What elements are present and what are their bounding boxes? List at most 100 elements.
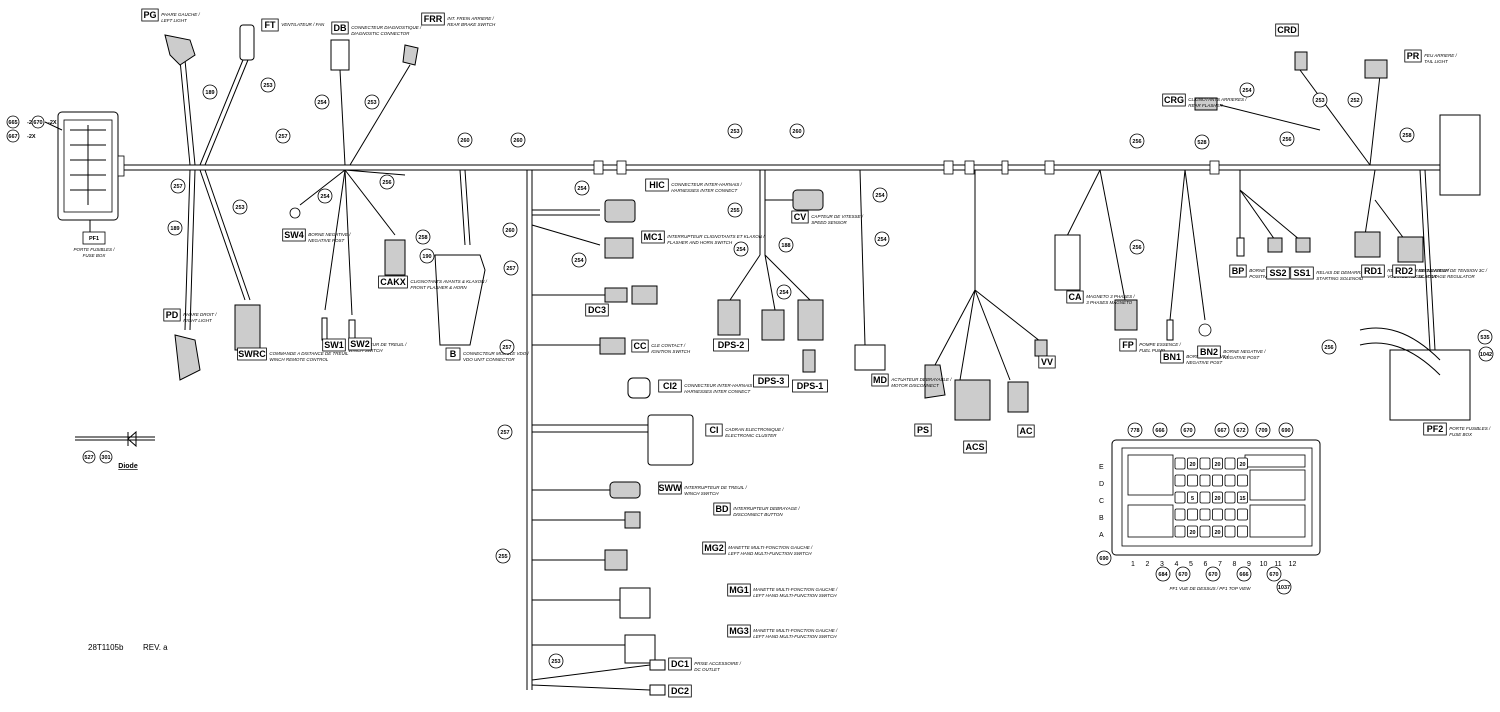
connector-code: SW1 xyxy=(324,340,344,350)
connector-desc-fr: INTERRUPTEUR DE TREUIL / xyxy=(684,485,747,490)
callout: 256 xyxy=(1279,131,1295,147)
fuse-ref: 666 xyxy=(1239,572,1248,578)
callout-number: 260 xyxy=(505,228,514,234)
fuse-slot xyxy=(1199,491,1211,504)
connector-desc-en: DIAGNOSTIC CONNECTOR xyxy=(351,31,410,36)
callout-number: 189 xyxy=(205,90,214,96)
fuse-col-label: 4 xyxy=(1175,561,1179,568)
callout: 252 xyxy=(1347,92,1363,108)
connector-desc-fr: MANETTE MULTI-FONCTION GAUCHE / xyxy=(753,628,838,633)
connector-code: MG1 xyxy=(729,585,749,595)
callout-number: 253 xyxy=(263,83,272,89)
fuse-value: 20 xyxy=(1239,462,1245,468)
callout: 528 xyxy=(1194,134,1210,150)
connector-desc-en: LEFT LIGHT xyxy=(161,18,188,23)
connector-desc-en: LEFT HAND MULTI-FUNCTION SWITCH xyxy=(728,551,812,556)
connector-acs: ACS xyxy=(963,440,987,454)
fuse-box-pf1-desc-en: FUSE BOX xyxy=(83,253,107,258)
pf2-ref: 1042 xyxy=(1480,352,1492,358)
connector-desc-fr: BORNE NEGATIVE / xyxy=(308,232,351,237)
callout-number: 258 xyxy=(418,235,427,241)
fuse-slot xyxy=(1212,457,1223,470)
connector-desc-fr: RELAIS DE DEMARRAGE / xyxy=(1316,270,1373,275)
harness-branches xyxy=(179,54,1436,690)
connector-code: B xyxy=(450,349,457,359)
connector-ps: PS xyxy=(914,423,932,437)
connector-desc-fr: CONNECTEUR DIAGNOSTIQUE / xyxy=(351,25,422,30)
connector-desc-fr: MANETTE MULTI-FONCTION GAUCHE / xyxy=(753,587,838,592)
connector-code: DPS-1 xyxy=(797,381,824,391)
connector-code: FT xyxy=(265,20,276,30)
fuse-ref: 666 xyxy=(1155,428,1164,434)
connector-desc-en: STARTING SOLENOID xyxy=(1316,276,1364,281)
fuse-row-label: D xyxy=(1099,481,1104,488)
connector-crg: CRG CLIGNOTANTS ARRIERES /REAR FLASHER xyxy=(1162,93,1247,108)
connector-code: SW2 xyxy=(350,339,370,349)
callout: 260 xyxy=(502,222,518,238)
connector-code: DPS-3 xyxy=(758,376,785,386)
connector-code: CRG xyxy=(1164,95,1184,105)
connector-code: CI2 xyxy=(663,381,677,391)
connector-desc-fr: ACTUATEUR DEBRAYABLE / xyxy=(890,377,952,382)
fuse-slot xyxy=(1212,525,1223,538)
connector-code: ACS xyxy=(965,442,984,452)
connector-desc-en: REAR FLASHER xyxy=(1188,103,1223,108)
callout-number: 189 xyxy=(170,226,179,232)
callout: 257 xyxy=(170,178,186,194)
callout: 256 xyxy=(1129,239,1145,255)
fuse-value: 20 xyxy=(1189,530,1195,536)
connector-desc-fr: CLIGNOTANTS AVANTS & KLAXON / xyxy=(410,279,487,284)
fuse-panel-caption: PF1 VUE DE DESSUS / PF1 TOP VIEW xyxy=(1169,586,1251,591)
callout: 254 xyxy=(776,284,792,300)
connector-desc-fr: CAPTEUR DE VITESSE / xyxy=(811,214,864,219)
connector-desc-fr: MANETTE MULTI-FONCTION GAUCHE / xyxy=(728,545,813,550)
connector-code: DPS-2 xyxy=(718,340,745,350)
connector-ft: FT VENTILATEUR / FAN xyxy=(261,18,325,32)
diode-ref-301: 301 xyxy=(101,455,110,461)
callout: 257 xyxy=(497,424,513,440)
fuse-box-pf1-code: PF1 xyxy=(89,236,99,242)
fuse-col-label: 9 xyxy=(1247,561,1251,568)
callout-number: 257 xyxy=(500,430,509,436)
fuse-slot xyxy=(1212,474,1223,487)
connector-desc-en: TAIL LIGHT xyxy=(1424,59,1449,64)
connector-desc-en: WINCH SWITCH xyxy=(684,491,719,496)
ref-670: 670 xyxy=(33,120,42,126)
connector-desc-fr: CLIGNOTANTS ARRIERES / xyxy=(1188,97,1247,102)
connector-desc-fr: CONNECTEUR INTER-HARNAIS / xyxy=(671,182,742,187)
connector-code: RD1 xyxy=(1364,266,1382,276)
fuse-col-label: 6 xyxy=(1204,561,1208,568)
callout-number: 255 xyxy=(498,554,507,560)
ref-667: 667 xyxy=(8,134,17,140)
callout: 257 xyxy=(503,260,519,276)
pf2-ref: 256 xyxy=(1324,345,1333,351)
connector-desc-fr: PHARE DROIT / xyxy=(183,312,217,317)
connector-desc-fr: MAGNETO 3 PHASES / xyxy=(1086,294,1135,299)
connector-desc-fr: COMMANDE A DISTANCE DE TREUIL xyxy=(269,351,349,356)
callout-number: 253 xyxy=(367,100,376,106)
connector-code: RD2 xyxy=(1395,266,1413,276)
fuse-col-label: 7 xyxy=(1218,561,1222,568)
connector-desc-en: HARNESSES INTER CONNECT xyxy=(684,389,751,394)
callout-number: 253 xyxy=(235,205,244,211)
callout-number: 257 xyxy=(506,266,515,272)
fuse-box-pf1-desc-fr: PORTE FUSIBLES / xyxy=(74,247,116,252)
connector-desc-fr: VENTILATEUR / FAN xyxy=(281,22,325,27)
fuse-box-pf1: PF1 PORTE FUSIBLES / FUSE BOX 665 -2X 66… xyxy=(6,111,125,258)
callout: 253 xyxy=(1312,92,1328,108)
fuse-slot xyxy=(1224,457,1236,470)
connector-desc-fr: CADRAN ELECTRONIQUE / xyxy=(725,427,784,432)
connector-code: FP xyxy=(1122,340,1134,350)
connector-desc-en: FRONT FLASHER & HORN xyxy=(410,285,467,290)
connector-desc-fr: REGULATEUR DE TENSION / xyxy=(1387,268,1449,273)
fuse-ref: 684 xyxy=(1158,572,1168,578)
fuse-slot xyxy=(1224,525,1236,538)
